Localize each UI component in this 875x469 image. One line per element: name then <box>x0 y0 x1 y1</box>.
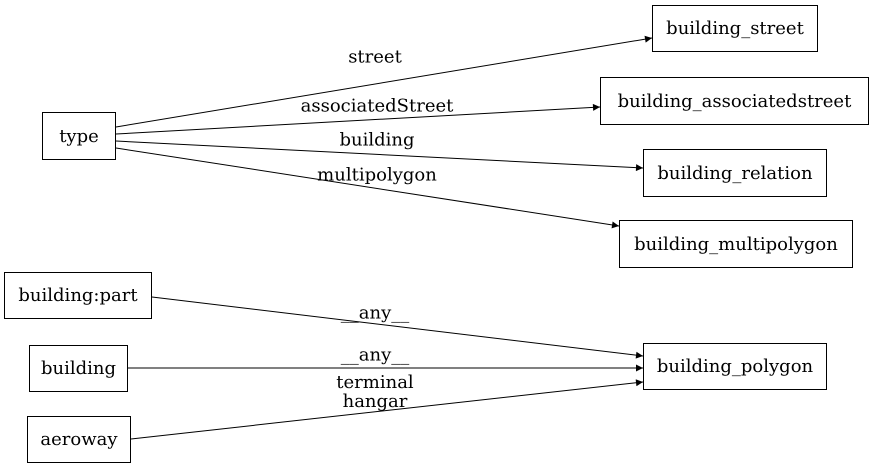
node-building-part: building:part <box>4 272 152 319</box>
node-type: type <box>42 112 116 160</box>
edge-label-associatedstreet: associatedStreet <box>300 95 454 117</box>
node-building-polygon: building_polygon <box>643 343 827 390</box>
node-building-multipolygon: building_multipolygon <box>619 220 853 268</box>
edge-label-terminal-hangar: terminal hangar <box>336 372 414 412</box>
edge-label-street: street <box>348 46 402 68</box>
node-building-relation: building_relation <box>643 149 827 197</box>
edge-type-to-building_relation <box>115 140 644 172</box>
edge-type-to-building_associatedstreet <box>115 103 601 135</box>
edge-label-building: building <box>339 129 415 151</box>
edge-building_part-to-building_polygon <box>151 296 644 359</box>
node-building: building <box>29 345 128 392</box>
node-aeroway: aeroway <box>27 416 131 463</box>
edge-type-to-building_street <box>115 35 653 128</box>
node-building-street: building_street <box>652 5 818 52</box>
edge-label-multipolygon: multipolygon <box>317 164 437 186</box>
edge-aeroway-to-building_polygon <box>130 379 644 440</box>
edge-label-any-building-part: __any__ <box>340 302 410 324</box>
edge-label-any-building: __any__ <box>340 344 410 366</box>
edge-type-to-building_multipolygon <box>115 147 620 229</box>
node-building-associatedstreet: building_associatedstreet <box>600 77 869 125</box>
